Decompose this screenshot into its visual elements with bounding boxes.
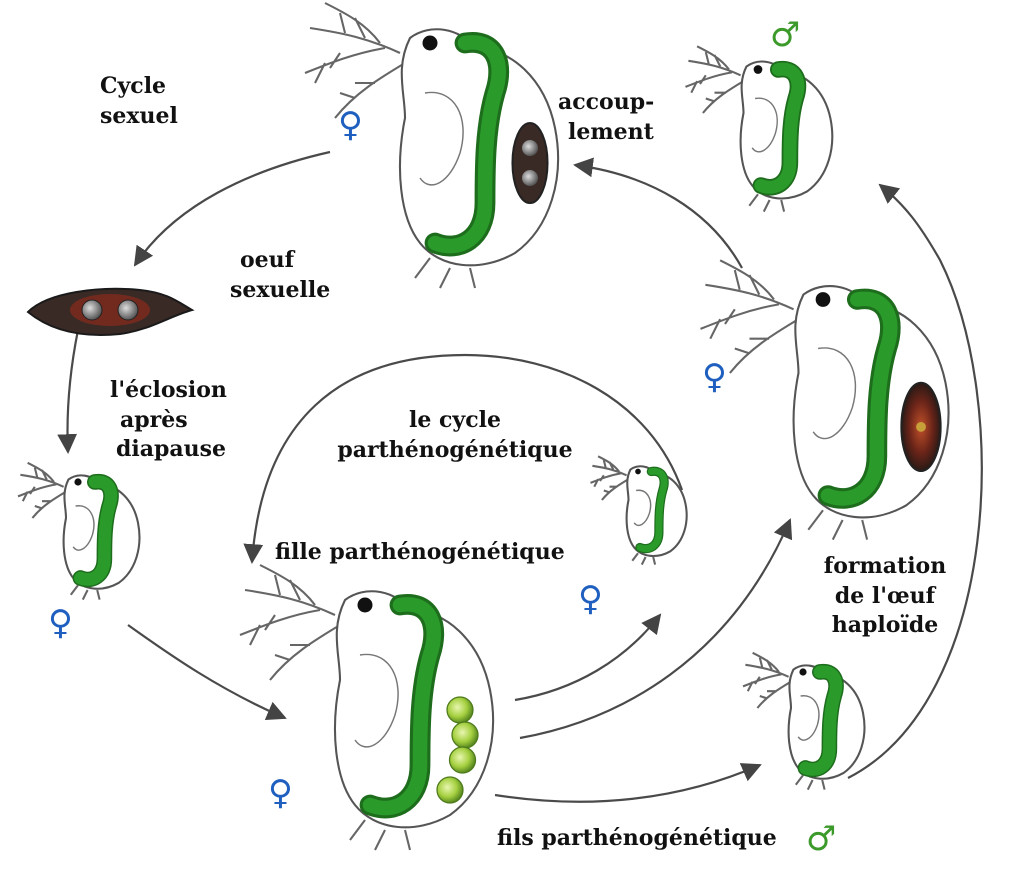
arrow-to-daughter <box>515 615 660 700</box>
antenna <box>240 565 340 680</box>
label-accouplement: accoup- lement <box>558 88 654 147</box>
eye <box>754 65 763 74</box>
label-cycle-parthenogenetique: le cycle parthénogénétique <box>320 406 590 465</box>
label-fille-parthenogenetique: fille parthénogénétique <box>275 538 565 568</box>
parthenogenetic-egg <box>437 777 463 803</box>
arrow-female-to-mating <box>575 165 742 268</box>
male-daphnia <box>686 46 833 211</box>
label-line: de l'œuf <box>810 582 960 612</box>
label-line: lement <box>558 118 654 148</box>
female-symbol-icon: ♀ <box>338 108 363 142</box>
resting-egg <box>513 123 548 203</box>
eye <box>358 598 373 613</box>
label-line: sexuel <box>100 102 200 132</box>
label-formation-oeuf-haploide: formation de l'œuf haploïde <box>810 552 960 641</box>
parthenogenetic-egg <box>452 722 478 748</box>
parthenogenetic-egg <box>447 697 473 723</box>
arrow-to-son <box>495 765 760 802</box>
female-daphnia-forming-egg <box>701 260 949 539</box>
eye <box>635 469 641 475</box>
parthenogenetic-egg <box>450 747 476 773</box>
male-symbol-icon: ♂ <box>770 18 800 52</box>
label-line: l'éclosion <box>110 376 227 406</box>
label-line: sexuelle <box>230 276 350 306</box>
label-line: après <box>110 406 227 436</box>
label-line: parthénogénétique <box>320 436 590 466</box>
label-line: accoup- <box>558 88 654 118</box>
label-line: oeuf <box>230 246 350 276</box>
son-daphnia <box>743 653 864 790</box>
arrow-egg-to-hatchling <box>67 330 78 452</box>
label-eclosion: l'éclosion après diapause <box>110 376 227 465</box>
eye <box>799 668 806 675</box>
juvenile-daphnia-hatched <box>18 463 139 600</box>
antenna <box>18 463 66 518</box>
antenna <box>743 653 791 708</box>
female-symbol-icon: ♀ <box>268 776 293 810</box>
daughter-daphnia <box>591 456 687 564</box>
label-line: Cycle <box>100 72 200 102</box>
female-symbol-icon: ♀ <box>702 360 727 394</box>
eye <box>816 292 831 307</box>
antenna <box>591 456 629 500</box>
label-fils-parthenogenetique: fils parthénogénétique <box>497 824 777 854</box>
label-cycle-sexuel: Cycle sexuel <box>100 72 200 131</box>
arrow-hatchling-to-adult <box>128 625 285 718</box>
label-line: diapause <box>110 435 227 465</box>
label-line: le cycle <box>320 406 590 436</box>
label-line: haploïde <box>810 611 960 641</box>
antenna <box>305 3 405 118</box>
antenna <box>686 46 744 113</box>
eye <box>423 36 438 51</box>
male-symbol-icon: ♂ <box>806 822 836 856</box>
female-symbol-icon: ♀ <box>48 606 73 640</box>
label-oeuf-sexuelle: oeuf sexuelle <box>230 246 350 305</box>
female-symbol-icon: ♀ <box>578 582 603 616</box>
eye <box>74 478 81 485</box>
sexual-egg-ephippium <box>28 289 192 335</box>
label-line: formation <box>810 552 960 582</box>
